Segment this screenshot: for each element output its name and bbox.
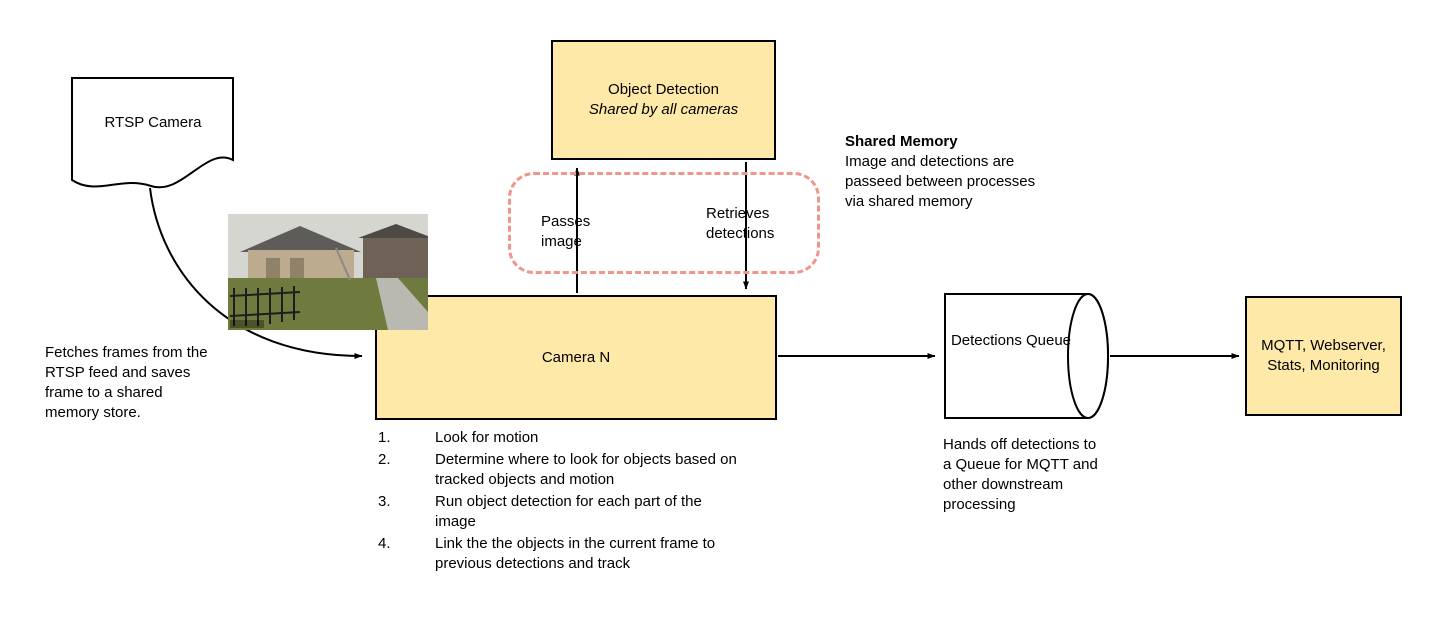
camera-n-label: Camera N (541, 348, 611, 366)
camera-n-step-item: 1. Look for motion (378, 429, 539, 446)
object-detection-subtitle: Shared by all cameras (588, 101, 739, 118)
detections-queue-shape (944, 293, 1109, 419)
mqtt-node: MQTT, Webserver, Stats, Monitoring (1245, 296, 1402, 416)
rtsp-camera-label: RTSP Camera (104, 114, 202, 131)
shared-memory-body: Image and detections are passeed between… (845, 153, 1036, 210)
camera-snapshot-image (228, 214, 428, 330)
detections-queue-label: Detections Queue (950, 332, 1072, 349)
passes-image-label: Passes image (541, 213, 591, 250)
object-detection-title: Object Detection (608, 81, 719, 98)
camera-n-step-item: 4. Link the the objects in the current f… (378, 535, 716, 572)
shared-memory-title: Shared Memory (845, 133, 958, 150)
queue-handoff-note: Hands off detections to a Queue for MQTT… (943, 436, 1098, 513)
shared-memory-note: Shared Memory Image and detections are p… (845, 132, 1050, 212)
camera-n-node: Camera N (375, 295, 777, 420)
fetches-frames-note: Fetches frames from the RTSP feed and sa… (45, 344, 208, 421)
shared-memory-zone (508, 172, 820, 274)
object-detection-node: Object Detection Shared by all cameras (551, 40, 776, 160)
camera-n-step-item: 2. Determine where to look for objects b… (378, 451, 737, 488)
retrieves-detections-label: Retrieves detections (706, 205, 775, 242)
mqtt-label: MQTT, Webserver, Stats, Monitoring (1261, 337, 1386, 374)
camera-n-steps: 1. Look for motion 2. Determine where to… (378, 428, 758, 576)
camera-n-step-item: 3. Run object detection for each part of… (378, 493, 702, 530)
